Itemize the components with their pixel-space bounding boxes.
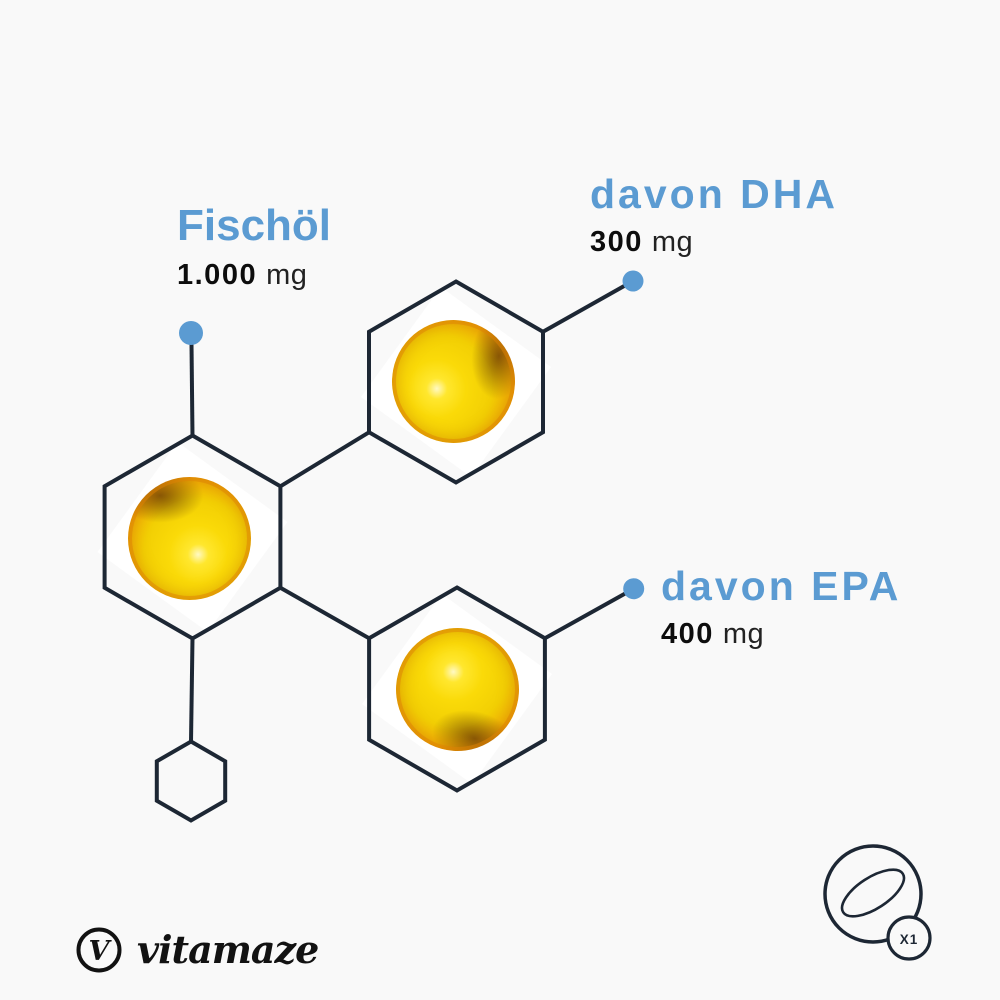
fischoel-amount-value: 1.000 [177,259,258,291]
dha-title: davon DHA [590,171,838,217]
dha-amount-value: 300 [590,226,643,258]
hexagon-fischoel [102,433,283,641]
brand-wordmark: vitamaze [137,927,319,972]
bond-fischoel-dha [279,430,371,489]
hexagon-epa [367,585,547,793]
epa-amount-unit: mg [722,618,765,650]
dha-amount-unit: mg [651,226,694,258]
hexagon-small-empty [154,739,228,823]
dose-badge-circle [886,915,932,961]
capsule-count-icon: X1 [823,844,932,961]
logo-circle [76,927,122,973]
connector-fischoel-dot [189,343,195,438]
connector-dha-dot [542,279,634,334]
epa-amount-value: 400 [661,618,714,650]
bond-fischoel-small-hexagon [189,637,195,743]
bond-fischoel-epa [279,586,371,641]
brand-logo: V vitamaze [74,925,319,975]
fischoel-title: Fischöl [177,201,332,250]
pointer-dot-epa [623,578,645,600]
pointer-dot-fischoel [179,321,203,345]
logo-monogram: V [89,936,113,967]
hexagon-dha [367,279,545,485]
vitamaze-logo-icon: V [76,927,122,973]
capsule-photo-fischoel [128,477,251,600]
fischoel-amount-unit: mg [266,259,308,291]
epa-title: davon EPA [661,563,902,609]
connector-epa-dot [543,586,635,641]
pointer-dot-dha [622,270,644,292]
dose-badge-label: X1 [900,932,919,947]
dose-circle-icon [823,844,923,944]
softgel-outline-icon [840,868,906,918]
